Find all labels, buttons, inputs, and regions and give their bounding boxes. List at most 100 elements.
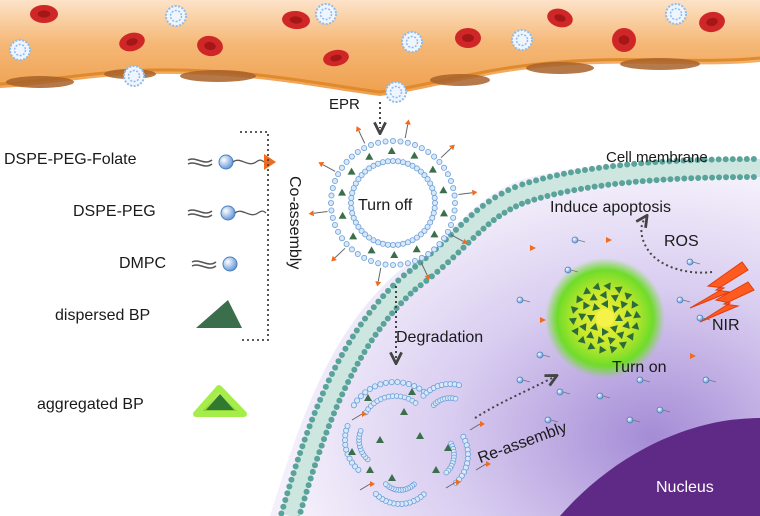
co-assembly-label: Co-assembly bbox=[286, 176, 303, 270]
nir-lightning-icon bbox=[689, 261, 755, 323]
aggregated-bp bbox=[601, 300, 608, 308]
legend-dspe-peg: DSPE-PEG bbox=[73, 203, 156, 220]
dispersed-bp bbox=[439, 209, 448, 217]
aggregated-bp bbox=[626, 332, 634, 341]
red-blood-cell bbox=[30, 5, 58, 23]
dispersed-bp bbox=[439, 186, 448, 194]
legend-dmpc: DMPC bbox=[119, 255, 167, 272]
free-lipid bbox=[702, 376, 710, 384]
nanoparticle bbox=[385, 81, 407, 103]
aggregated-bp bbox=[615, 314, 623, 321]
red-blood-cell bbox=[282, 10, 310, 30]
dispersed-bp bbox=[408, 388, 416, 395]
nanoparticle bbox=[9, 39, 31, 61]
aggregated-bp bbox=[609, 325, 618, 333]
cell-membrane-label: Cell membrane bbox=[606, 149, 708, 166]
aggregated-bp bbox=[586, 331, 595, 339]
dispersed-bp bbox=[338, 211, 347, 219]
nanoparticle bbox=[665, 3, 687, 25]
aggregated-bp bbox=[614, 286, 623, 294]
dmpc-icon bbox=[191, 256, 238, 272]
aggregated-bp bbox=[624, 309, 633, 318]
free-lipid bbox=[516, 376, 524, 384]
aggregated-bp bbox=[603, 282, 611, 291]
aggregated-bp bbox=[616, 331, 625, 340]
folate-ligand bbox=[690, 353, 696, 359]
aggregated-bp-glow bbox=[545, 258, 665, 378]
aggregated-bp bbox=[607, 337, 616, 345]
folate-ligand bbox=[606, 237, 612, 243]
ros-label: ROS bbox=[664, 233, 699, 250]
legend-aggregated-bp: aggregated BP bbox=[37, 396, 144, 413]
free-lipid bbox=[536, 351, 544, 359]
aggregated-bp bbox=[592, 303, 601, 311]
folate-ligand bbox=[540, 317, 546, 323]
epr-label: EPR bbox=[329, 96, 360, 113]
red-blood-cell bbox=[547, 8, 573, 28]
dispersed-bp bbox=[388, 474, 396, 481]
endothelial-nucleus bbox=[430, 74, 490, 86]
nanoparticle bbox=[315, 3, 337, 25]
aggregated-bp bbox=[583, 301, 591, 310]
folate-ligand bbox=[530, 245, 536, 251]
dispersed-bp bbox=[412, 245, 421, 253]
aggregated-bp bbox=[602, 328, 609, 336]
nanoparticle bbox=[123, 65, 145, 87]
aggregated-bp bbox=[571, 327, 579, 336]
aggregated-bp bbox=[631, 300, 639, 309]
dispersed-bp bbox=[410, 151, 419, 159]
aggregated-bp bbox=[570, 306, 579, 314]
turn-on-label: Turn on bbox=[612, 359, 667, 376]
induce-apoptosis-label: Induce apoptosis bbox=[550, 199, 671, 216]
aggregated-bp bbox=[612, 305, 620, 314]
dispersed-bp bbox=[416, 432, 424, 439]
free-lipid bbox=[636, 376, 644, 384]
free-lipid bbox=[626, 416, 634, 424]
red-blood-cell bbox=[197, 35, 223, 57]
free-lipid bbox=[656, 406, 664, 414]
liposome-turn-off bbox=[308, 119, 478, 287]
degraded-liposome-fragments bbox=[342, 379, 491, 507]
aggregated-bp bbox=[579, 323, 587, 332]
dispersed-bp bbox=[430, 230, 439, 238]
free-lipid bbox=[516, 296, 524, 304]
nucleus bbox=[560, 418, 760, 516]
dispersed-bp bbox=[376, 436, 384, 443]
cell-membrane-bilayer bbox=[278, 156, 760, 516]
aggregated-bp bbox=[622, 320, 630, 329]
free-lipid bbox=[544, 416, 552, 424]
legend-dspe-peg-folate: DSPE-PEG-Folate bbox=[4, 151, 137, 168]
dispersed-bp bbox=[366, 466, 374, 473]
aggregated-bp bbox=[587, 342, 596, 350]
free-lipid bbox=[571, 236, 579, 244]
tumor-cell bbox=[270, 156, 760, 516]
aggregated-bp bbox=[590, 322, 598, 331]
nir-label: NIR bbox=[712, 317, 740, 334]
dispersed-bp bbox=[347, 167, 356, 175]
red-blood-cell bbox=[323, 49, 349, 67]
endothelial-nucleus bbox=[526, 62, 594, 74]
aggregated-bp bbox=[609, 345, 618, 354]
red-blood-cell bbox=[699, 11, 725, 33]
aggregated-bp bbox=[597, 336, 605, 345]
red-blood-cell bbox=[455, 28, 481, 48]
dispersed-bp bbox=[349, 232, 358, 240]
dispersed-bp bbox=[432, 466, 440, 473]
nanoparticle bbox=[165, 5, 187, 27]
legend-dispersed-bp: dispersed BP bbox=[55, 307, 151, 324]
aggregated-bp-icon bbox=[193, 385, 247, 417]
free-lipid bbox=[596, 392, 604, 400]
free-lipid bbox=[676, 296, 684, 304]
ros-arrow bbox=[641, 220, 713, 274]
aggregated-bp bbox=[587, 315, 595, 322]
dispersed-bp bbox=[387, 147, 396, 155]
aggregated-bp bbox=[599, 290, 607, 299]
dispersed-bp-icon bbox=[196, 300, 242, 328]
aggregated-bp bbox=[589, 293, 598, 301]
nanoparticle bbox=[401, 31, 423, 53]
aggregated-bp bbox=[631, 322, 640, 330]
endothelial-nucleus bbox=[180, 70, 256, 82]
red-blood-cell bbox=[119, 32, 145, 52]
